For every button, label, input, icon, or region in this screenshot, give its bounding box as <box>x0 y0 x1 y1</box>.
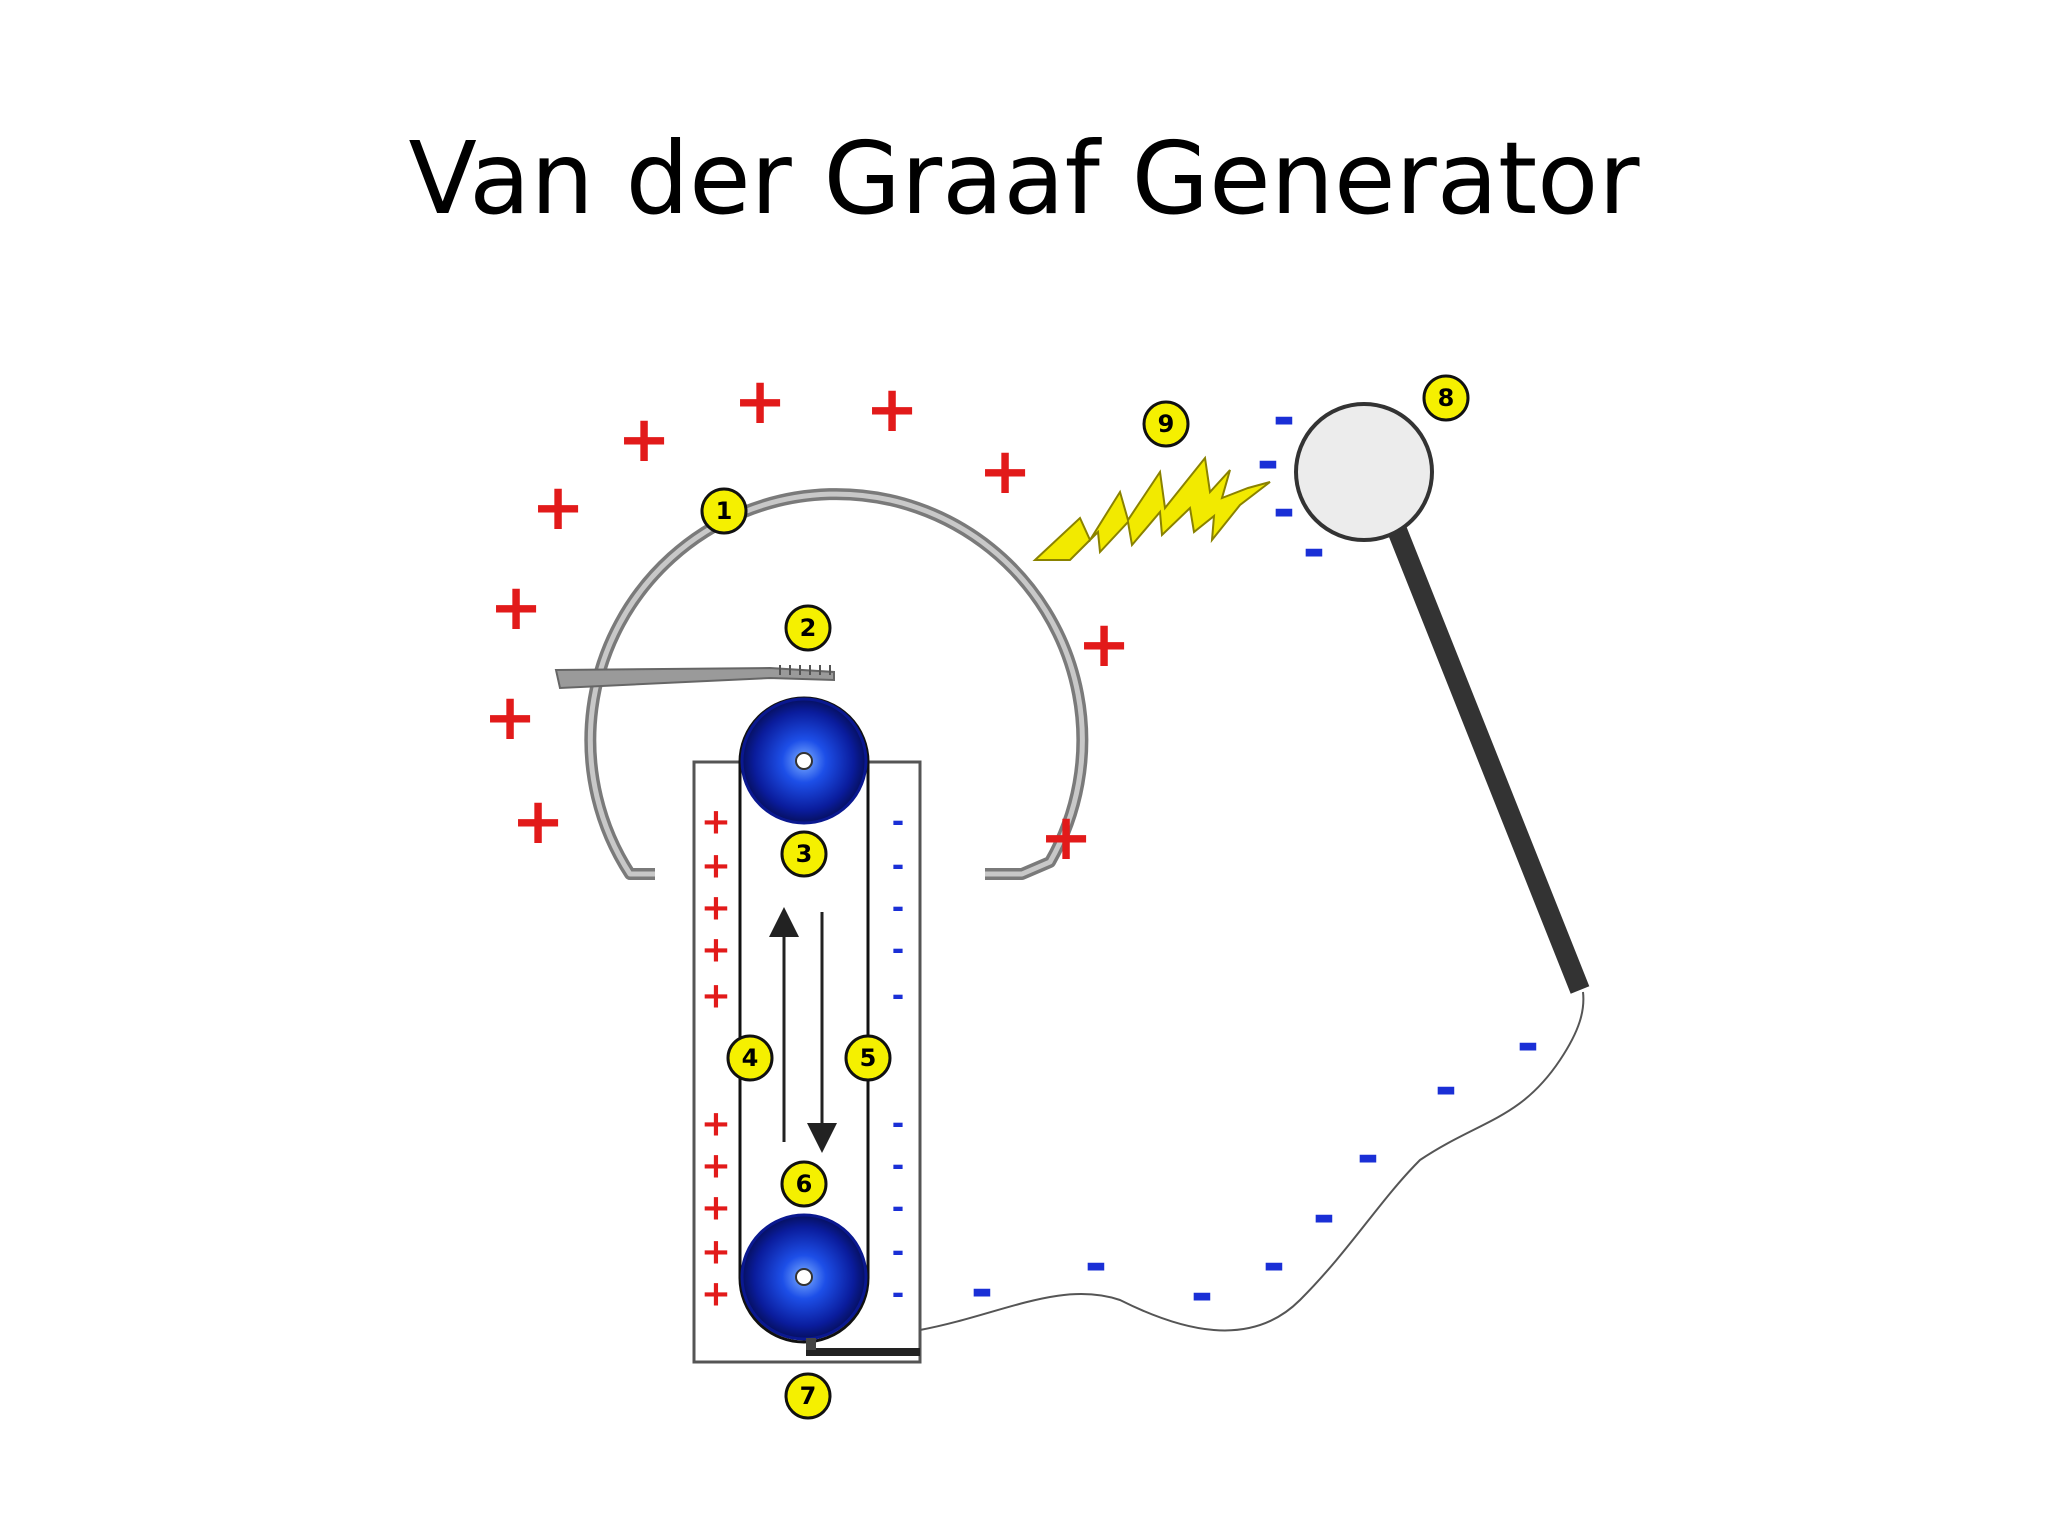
callout-badge-3: 3 <box>780 830 828 878</box>
belt-negative-charge: - <box>892 1235 904 1270</box>
wire-negative-charge: - <box>1191 1263 1213 1326</box>
belt-negative-charge: - <box>892 805 904 840</box>
sphere-negative-charge: - <box>1273 479 1295 542</box>
belt-positive-charge: + <box>701 846 731 887</box>
belt-negative-charge: - <box>892 1191 904 1226</box>
callout-badge-9: 9 <box>1142 400 1190 448</box>
dome-terminal <box>584 488 1089 880</box>
discharge-sphere <box>1294 402 1434 542</box>
slide-title: Van der Graaf Generator <box>408 120 1640 237</box>
belt-positive-charge: + <box>701 1274 731 1315</box>
belt-negative-charge: - <box>892 849 904 884</box>
callout-badge-6: 6 <box>780 1160 828 1208</box>
callout-number: 6 <box>796 1170 813 1198</box>
wire-negative-charge: - <box>971 1259 993 1322</box>
dome-positive-charge: + <box>531 471 585 545</box>
sphere-negative-charge: - <box>1303 519 1325 582</box>
belt-positive-charge: + <box>701 1188 731 1229</box>
dome-positive-charge: + <box>978 435 1032 509</box>
spark <box>1032 455 1271 561</box>
callout-number: 3 <box>796 840 813 868</box>
wire-negative-charge: - <box>1313 1185 1335 1248</box>
callout-number: 8 <box>1438 384 1455 412</box>
belt-negative-charge: - <box>892 933 904 968</box>
dome-positive-charge: + <box>483 681 537 755</box>
callout-number: 7 <box>800 1382 817 1410</box>
belt-negative-charge: - <box>892 979 904 1014</box>
dome-positive-charge: + <box>489 571 543 645</box>
wire-negative-charge: - <box>1517 1013 1539 1076</box>
sphere-negative-charge: - <box>1273 387 1295 450</box>
callout-badge-5: 5 <box>844 1034 892 1082</box>
ground-wire <box>919 991 1585 1332</box>
callout-badge-4: 4 <box>726 1034 774 1082</box>
wand-rod <box>1385 521 1590 994</box>
callout-badge-8: 8 <box>1422 374 1470 422</box>
callout-badge-2: 2 <box>784 604 832 652</box>
belt-negative-charge: - <box>892 1107 904 1142</box>
belt-positive-charge: + <box>701 1104 731 1145</box>
belt-negative-charge: - <box>892 1277 904 1312</box>
belt-positive-charge: + <box>701 888 731 929</box>
belt-positive-charge: + <box>701 976 731 1017</box>
dome-positive-charge: + <box>617 403 671 477</box>
belt-positive-charge: + <box>701 1146 731 1187</box>
dome-positive-charge: + <box>511 785 565 859</box>
dome-positive-charge: + <box>1077 608 1131 682</box>
upper-comb <box>554 665 835 690</box>
callout-number: 4 <box>742 1044 759 1072</box>
callout-number: 9 <box>1158 410 1175 438</box>
belt-positive-charge: + <box>701 1232 731 1273</box>
belt-negative-charge: - <box>892 891 904 926</box>
callout-badge-1: 1 <box>700 487 748 535</box>
belt-positive-charge: + <box>701 930 731 971</box>
upper-roller <box>740 697 868 825</box>
lower-comb <box>806 1338 920 1356</box>
dome-positive-charge: + <box>1039 801 1093 875</box>
callout-number: 1 <box>716 497 733 525</box>
callout-badge-7: 7 <box>784 1372 832 1420</box>
dome-positive-charge: + <box>865 373 919 447</box>
belt-positive-charge: + <box>701 802 731 843</box>
sphere-negative-charge: - <box>1257 431 1279 494</box>
dome-positive-charge: + <box>733 365 787 439</box>
wire-negative-charge: - <box>1357 1125 1379 1188</box>
wire-negative-charge: - <box>1085 1233 1107 1296</box>
lower-roller <box>740 1213 868 1341</box>
wire-negative-charge: - <box>1435 1057 1457 1120</box>
callout-number: 5 <box>860 1044 877 1072</box>
wire-negative-charge: - <box>1263 1233 1285 1296</box>
belt-negative-charge: - <box>892 1149 904 1184</box>
callout-number: 2 <box>800 614 817 642</box>
